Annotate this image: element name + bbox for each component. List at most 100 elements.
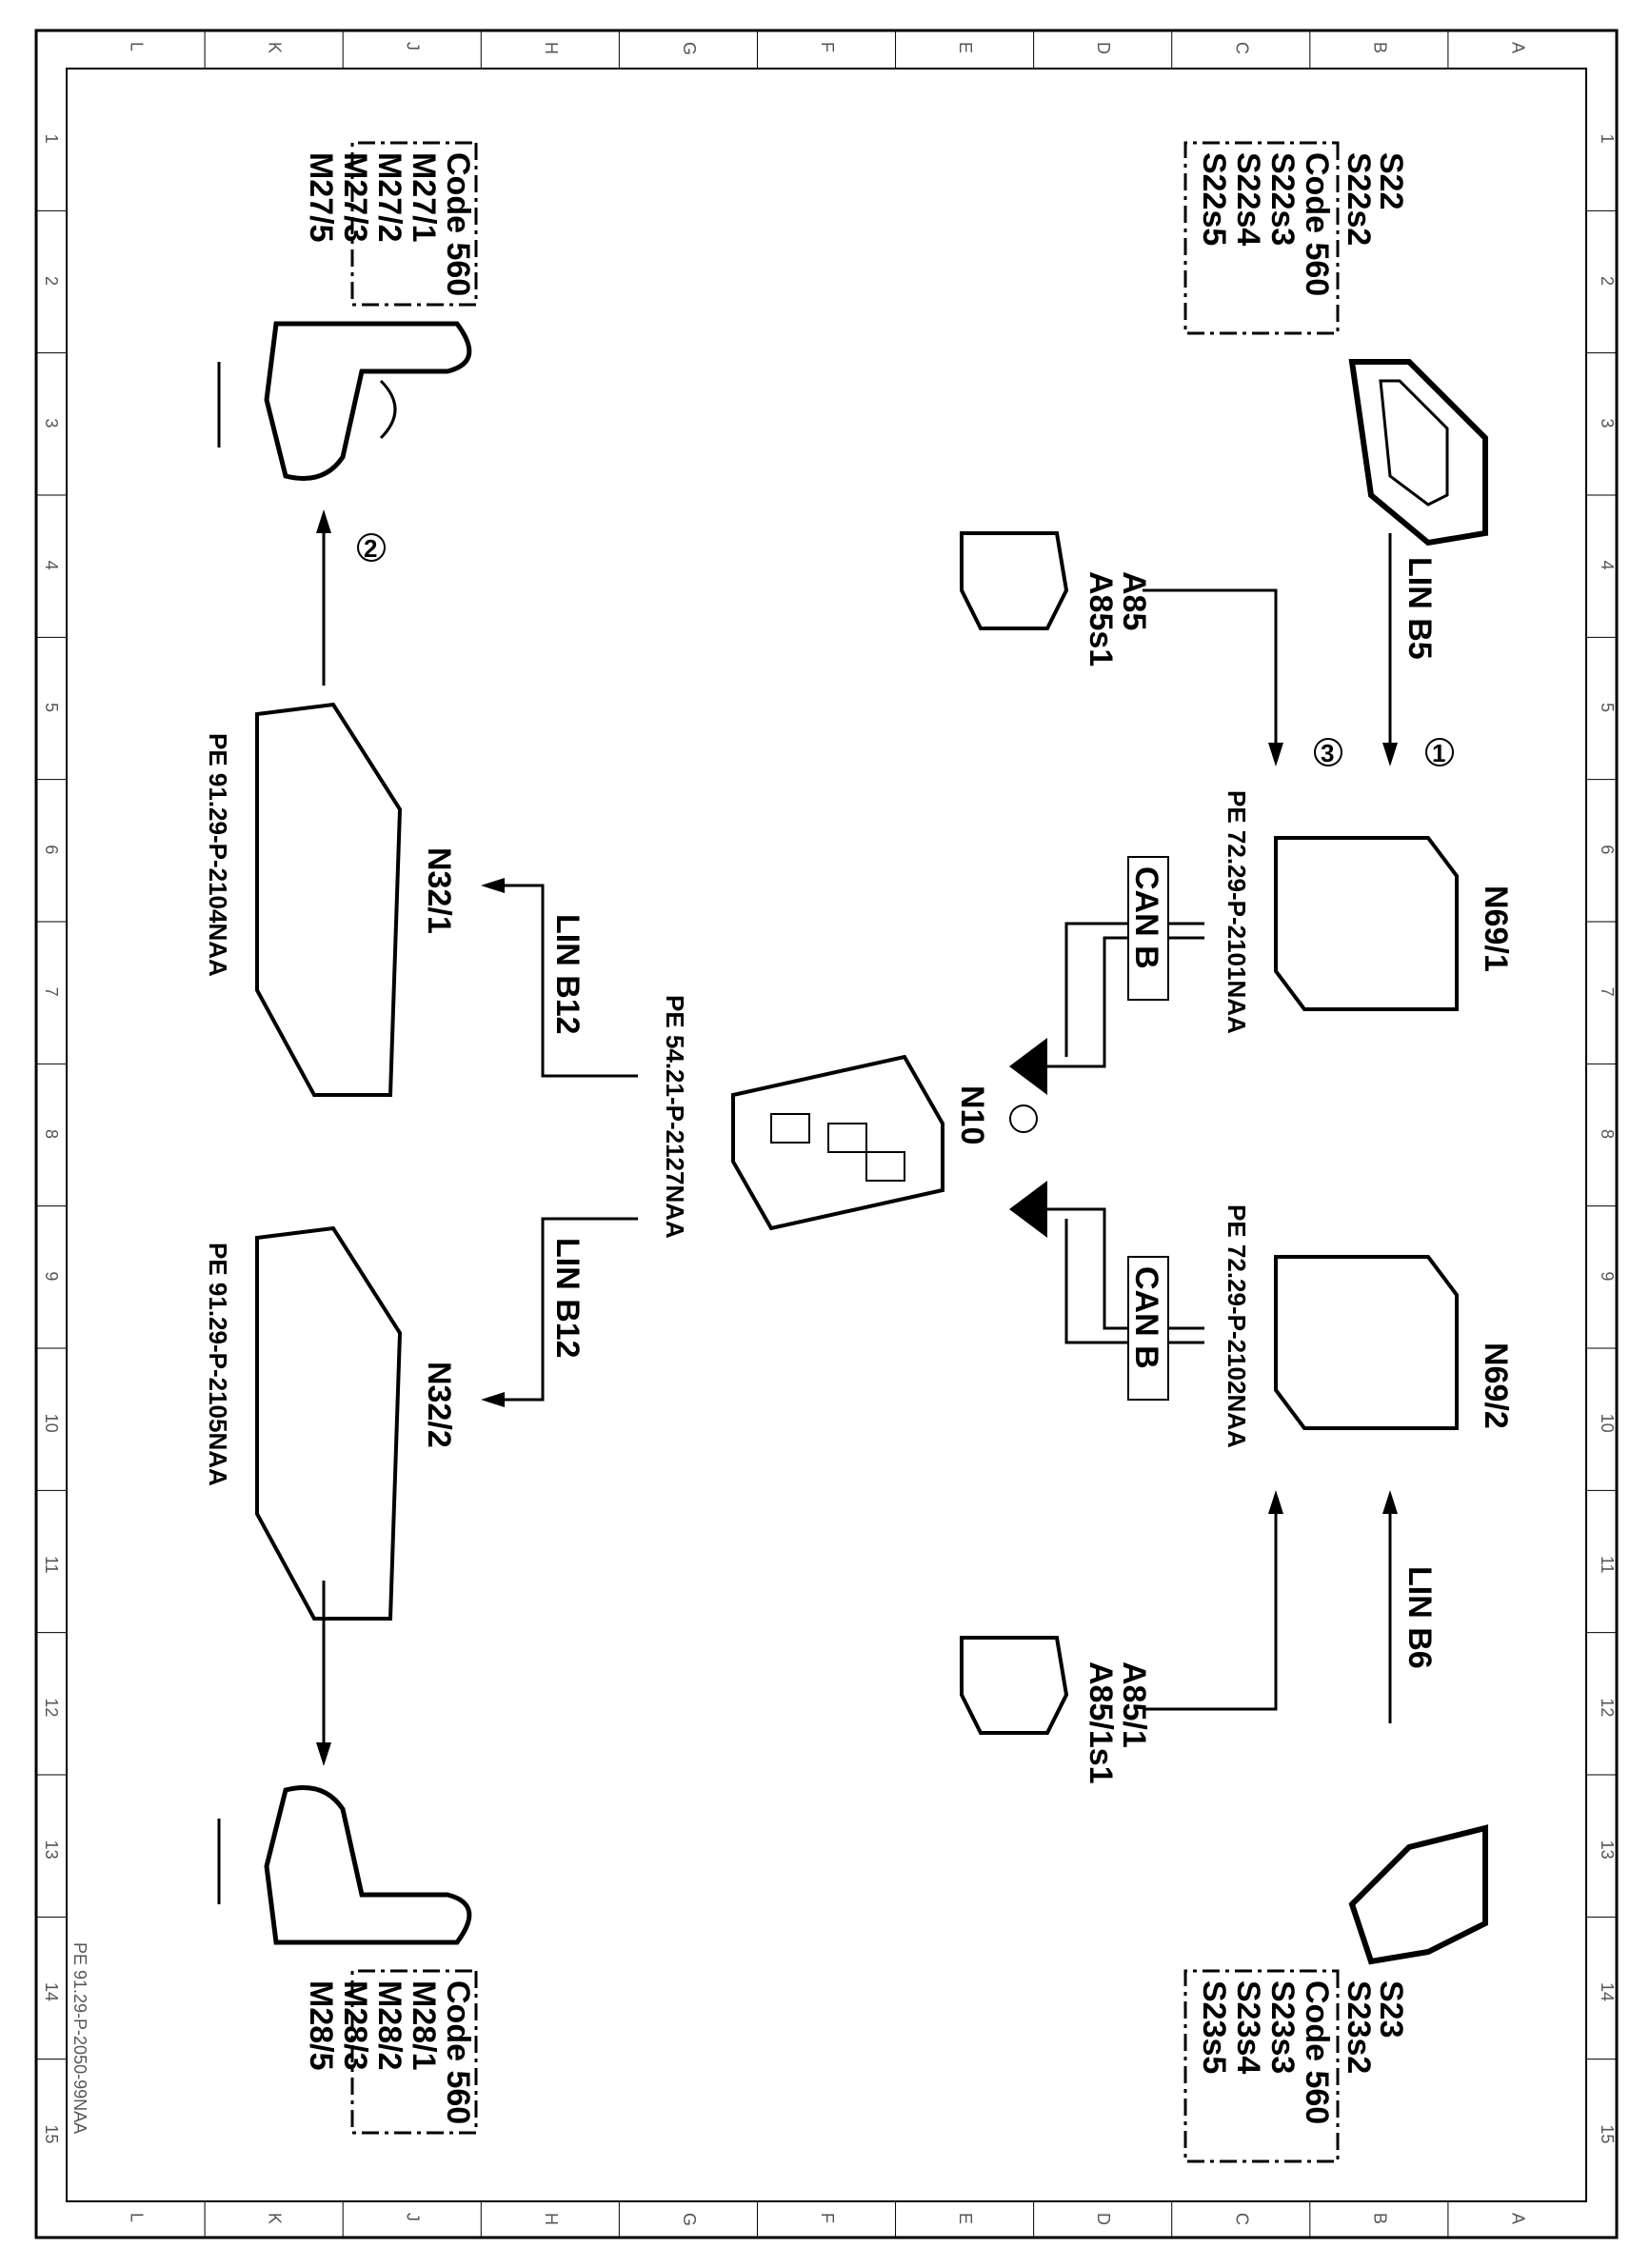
module-n32-2-icon: [255, 1225, 403, 1621]
grid-col-L-top: L: [128, 42, 147, 51]
module-n10-icon: [731, 1054, 944, 1231]
n69-2-ref: PE 72.29-P-2102NAA: [1223, 1204, 1251, 1448]
can-b-lower-box: [1127, 1256, 1169, 1401]
n32-1-to-m27-arrowhead: [316, 509, 331, 533]
seat-switch-s22-inner-icon: [1379, 379, 1449, 507]
motor-m27-line-4: M27/3: [337, 152, 373, 243]
a85-label: A85: [1116, 571, 1152, 630]
grid-col-E-bottom: E: [956, 2213, 975, 2224]
module-n69-1-icon: [1274, 836, 1459, 1011]
grid-row-14-left: 14: [42, 1982, 61, 2001]
switch-s22-code: Code 560: [1299, 152, 1335, 296]
motor-m27-code: Code 560: [440, 152, 476, 296]
grid-row-1-left: 1: [42, 134, 61, 144]
motor-m28-code: Code 560: [440, 1980, 476, 2124]
n69-1-label: N69/1: [1478, 885, 1514, 972]
can-b-upper-line-2: [1047, 936, 1204, 1068]
marker-1-icon: [1425, 738, 1454, 766]
can-b-lower-arrowhead: [1009, 1181, 1047, 1238]
can-b-upper-label: CAN B: [1128, 866, 1164, 969]
a85-connection-line: [1143, 588, 1278, 743]
code-560-dashed-box-m28: [350, 1969, 478, 2135]
switch-s22-line-2: S22s2: [1341, 152, 1377, 246]
a85s1-label: A85s1: [1083, 571, 1119, 666]
module-n32-1-icon: [255, 702, 403, 1097]
seat-adjust-m27-icon: [264, 321, 472, 481]
code-560-dashed-box-s23: [1183, 1969, 1340, 2163]
grid-row-10-left: 10: [42, 1414, 61, 1433]
grid-row-12-right: 12: [1598, 1698, 1617, 1717]
lin-b5-arrowhead: [1382, 743, 1398, 766]
marker-2-icon: [357, 533, 386, 562]
n10-label: N10: [954, 1085, 990, 1144]
marker-1-label: 1: [1432, 739, 1445, 767]
grid-row-10-right: 10: [1598, 1414, 1617, 1433]
lin-b6-label: LIN B6: [1402, 1566, 1438, 1669]
n32-2-to-m28-arrowhead: [316, 1742, 331, 1766]
grid-row-9-left: 9: [42, 1271, 61, 1281]
module-n69-2-icon: [1274, 1255, 1459, 1430]
grid-row-13-left: 13: [42, 1840, 61, 1860]
grid-col-J-bottom: J: [404, 2213, 423, 2221]
switch-s23-code: Code 560: [1299, 1980, 1335, 2124]
switch-s22-line-4: S22s3: [1264, 152, 1301, 246]
grid-row-15-left: 15: [42, 2124, 61, 2143]
n10-relay-1-icon: [770, 1113, 810, 1144]
grid-row-4-right: 4: [1598, 561, 1617, 570]
grid-row-1-right: 1: [1598, 134, 1617, 144]
grid-row-15-right: 15: [1598, 2124, 1617, 2143]
grid-col-A-top: A: [1508, 42, 1527, 53]
m27-rotate-arrow-icon: [379, 379, 397, 440]
grid-row-13-right: 13: [1598, 1840, 1617, 1860]
grid-col-A-bottom: A: [1508, 2213, 1527, 2224]
grid-row-6-right: 6: [1598, 845, 1617, 854]
grid-row-11-right: 11: [1598, 1556, 1617, 1574]
switch-s23-line-5: S23s4: [1230, 1980, 1266, 2074]
n32-2-label: N32/2: [421, 1362, 457, 1448]
grid-row-3-right: 3: [1598, 418, 1617, 428]
grid-row-8-right: 8: [1598, 1129, 1617, 1139]
grid-col-H-bottom: H: [542, 2213, 561, 2225]
grid-col-H-top: H: [542, 42, 561, 54]
n32-1-label: N32/1: [421, 847, 457, 934]
grid-col-B-bottom: B: [1370, 2213, 1389, 2224]
a85-1s1-label: A85/1s1: [1083, 1661, 1119, 1784]
grid-row-4-left: 4: [42, 561, 61, 570]
grid-col-J-top: J: [404, 42, 423, 50]
lin-b12-upper-arrowhead: [481, 878, 505, 893]
grid-col-F-bottom: F: [818, 2213, 837, 2223]
grid-row-7-right: 7: [1598, 987, 1617, 997]
grid-row-2-right: 2: [1598, 276, 1617, 286]
switch-s23-line-4: S23s3: [1264, 1980, 1301, 2074]
lin-b12-upper-line: [505, 884, 638, 1078]
grid-row-6-left: 6: [42, 845, 61, 854]
can-b-upper-box: [1127, 856, 1169, 1001]
grid-row-5-right: 5: [1598, 703, 1617, 712]
code-560-dashed-box-m27: [350, 141, 478, 307]
grid-col-K-bottom: K: [266, 2213, 285, 2224]
seat-adjust-m28-icon: [264, 1785, 472, 1945]
grid-col-C-bottom: C: [1232, 2213, 1251, 2225]
grid-col-C-top: C: [1232, 42, 1251, 54]
code-560-dashed-box-s22: [1183, 141, 1340, 335]
grid-row-3-left: 3: [42, 418, 61, 428]
grid-row-5-left: 5: [42, 703, 61, 712]
n10-relay-2-icon: [827, 1123, 867, 1153]
lin-b12-upper-label: LIN B12: [549, 914, 586, 1035]
n69-2-label: N69/2: [1478, 1343, 1514, 1429]
motor-m27-line-5: M27/5: [303, 152, 339, 243]
can-b-lower-label: CAN B: [1128, 1266, 1164, 1369]
n10-ref: PE 54.21-P-2127NAA: [661, 995, 689, 1239]
grid-col-D-bottom: D: [1094, 2213, 1113, 2225]
motor-m27-line-2: M27/1: [406, 152, 442, 243]
marker-3-icon: [1314, 738, 1342, 766]
motor-m28-label-group: Code 560 M28/1 M28/2 M28/3 M28/5: [303, 1969, 478, 2135]
motor-m28-line-4: M28/3: [337, 1980, 373, 2071]
switch-s23-line-1: S23: [1373, 1980, 1409, 2039]
n69-1-ref: PE 72.29-P-2101NAA: [1223, 790, 1251, 1034]
grid-col-F-top: F: [818, 42, 837, 52]
lin-b12-lower-label: LIN B12: [549, 1238, 586, 1359]
seat-switch-s23-icon: [1348, 1824, 1488, 1965]
